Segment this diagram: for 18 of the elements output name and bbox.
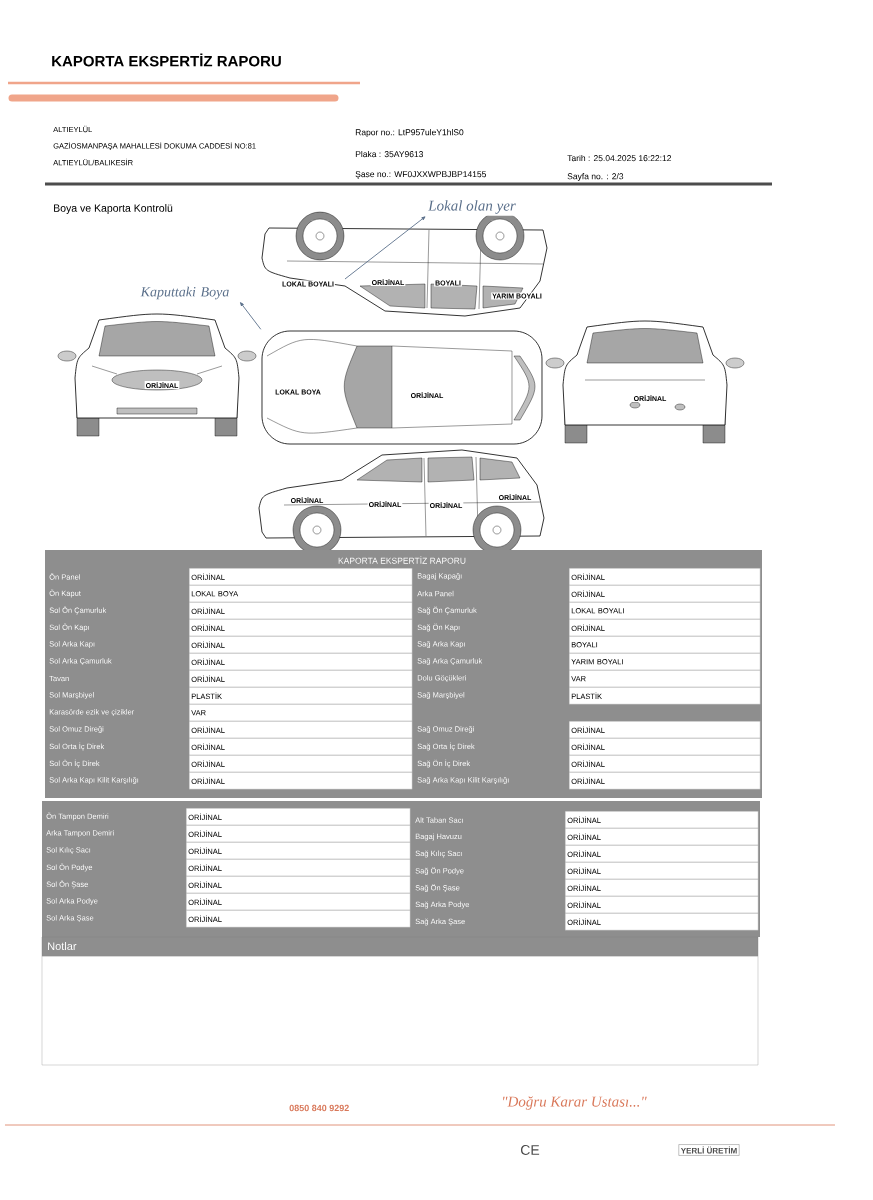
- report-title: KAPORTA EKSPERTİZ RAPORU: [52, 53, 281, 67]
- leader-line: [344, 216, 426, 280]
- slogan: "Doğru Karar Ustası...": [503, 1096, 647, 1110]
- handwritten-note: Kaputtaki Boya: [140, 286, 229, 300]
- report-info: Şase no.: WF0JXXWPBJBP14155: [355, 171, 486, 179]
- phone-number: 0850 840 9292: [289, 1104, 349, 1112]
- origin-badge: YERLİ ÜRETİM: [678, 1144, 740, 1156]
- report-info: Sayfa no. : 2/3: [567, 173, 624, 181]
- report-info: Tarih : 25.04.2025 16:22:12: [567, 154, 672, 162]
- handwritten-note: Lokal olan yer: [426, 198, 518, 216]
- car-drawing: [261, 330, 543, 445]
- table-header: KAPORTA EKSPERTİZ RAPORU: [338, 556, 466, 564]
- notes-heading: Notlar: [48, 941, 77, 951]
- leader-line: [240, 302, 262, 330]
- report-info: Plaka : 35AY9613: [355, 150, 424, 158]
- report-info: Rapor no.: LtP957uleY1hlS0: [355, 129, 464, 137]
- certification-mark: CE: [521, 1145, 540, 1155]
- section-title: Boya ve Kaporta Kontrolü: [54, 204, 173, 214]
